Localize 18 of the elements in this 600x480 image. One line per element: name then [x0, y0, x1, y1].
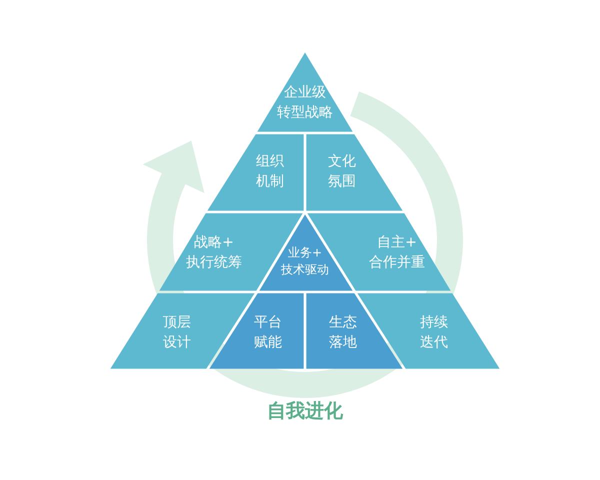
segment-label: 组织机制 — [256, 152, 284, 192]
pyramid-segment — [306, 293, 403, 369]
pyramid-segment — [110, 293, 255, 369]
pyramid-segment — [209, 293, 304, 369]
segment-label: 自主+合作并重 — [369, 234, 425, 273]
segment-label: 顶层设计 — [163, 314, 191, 353]
segment-label: 文化氛围 — [328, 152, 356, 192]
pyramid-segment — [306, 134, 403, 211]
segment-label: 持续迭代 — [420, 314, 448, 353]
pyramid-segment — [257, 52, 353, 132]
segment-label: 业务+技术驱动 — [281, 244, 329, 279]
pyramid-segment — [357, 293, 500, 369]
segment-label: 企业级转型战略 — [277, 84, 333, 123]
cycle-label: 自我进化 — [267, 399, 343, 424]
pyramid-segment — [207, 134, 304, 211]
segment-label: 生态落地 — [329, 314, 357, 353]
segment-label: 平台赋能 — [254, 314, 282, 353]
segment-label: 战略+执行统筹 — [186, 234, 242, 273]
